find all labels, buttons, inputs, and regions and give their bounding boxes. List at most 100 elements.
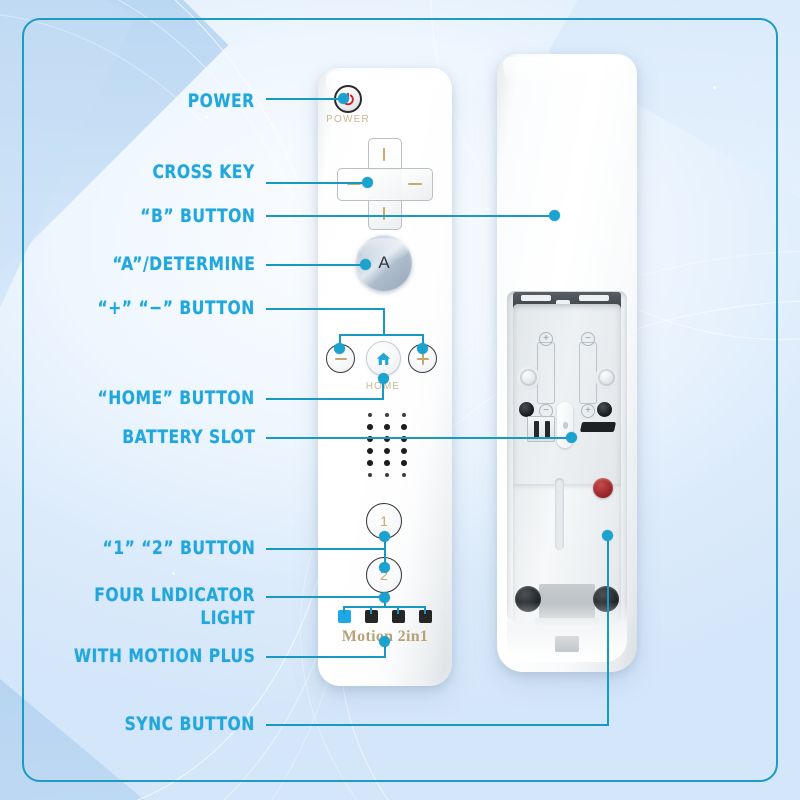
sparkle	[486, 208, 489, 211]
minus-icon	[334, 357, 347, 360]
connector-dot-battery-slot	[566, 432, 577, 443]
wii-remote-back: + − − +	[497, 54, 637, 672]
callout-label-one-two: “1” “2” BUTTON	[102, 537, 255, 559]
connector-home-stem	[382, 376, 384, 400]
callout-label-cross-key: CROSS KEY	[152, 161, 255, 183]
connector-number-lead	[266, 548, 386, 550]
connector-dot-power	[338, 93, 349, 104]
speaker-dot	[384, 424, 390, 430]
connector-motion-plus-lead	[266, 656, 386, 658]
connector-dot-b-button	[549, 210, 560, 221]
home-button[interactable]	[366, 341, 401, 376]
dpad[interactable]	[337, 138, 433, 230]
speaker-grill	[363, 412, 407, 480]
connector-battery-slot	[266, 437, 572, 439]
speaker-dot	[401, 436, 407, 442]
indicator-light-3	[392, 610, 405, 623]
indicator-light-2	[365, 610, 378, 623]
connector-dot-indicators	[379, 592, 390, 603]
connector-home-lead	[266, 398, 384, 400]
speaker-dot	[367, 460, 373, 466]
callout-label-battery-slot: BATTERY SLOT	[121, 426, 255, 448]
speaker-dot	[384, 448, 390, 454]
dpad-down-marker	[383, 207, 385, 220]
speaker-dot	[367, 436, 373, 442]
indicator-light-4	[419, 610, 432, 623]
sparkle	[713, 86, 716, 89]
battery-contact-left	[519, 402, 534, 417]
speaker-dot	[401, 424, 407, 430]
callout-label-motion-plus: WITH MOTION PLUS	[73, 645, 255, 667]
speaker-dot	[401, 448, 407, 454]
callout-label-plus-minus: “+” “−” BUTTON	[97, 297, 255, 319]
speaker-dot	[401, 460, 407, 466]
connector-dot-motion-plus	[379, 636, 390, 647]
plus-icon	[421, 352, 424, 365]
callout-label-b-button: “B” BUTTON	[139, 205, 255, 227]
connector-piece	[579, 295, 609, 301]
connector-indicators-bar	[343, 606, 426, 608]
speaker-dot	[367, 424, 373, 430]
speaker-dot	[385, 473, 389, 477]
battery-outline-right	[579, 342, 597, 404]
sparkle	[205, 115, 208, 118]
connector-plus-minus-drop	[383, 308, 385, 336]
back-bottom-edge	[507, 602, 627, 662]
callout-label-home: “HOME” BUTTON	[97, 387, 255, 409]
connector-indicator-stem-2	[370, 606, 372, 614]
dpad-center-fill	[368, 170, 402, 199]
sync-button[interactable]	[593, 478, 613, 498]
button-1[interactable]: 1	[366, 503, 402, 539]
battery-spring-right	[595, 366, 618, 389]
power-caption: POWER	[326, 114, 370, 125]
battery-spring-left	[517, 366, 540, 389]
connector-dot-minus	[334, 343, 345, 354]
housing-vent	[555, 478, 564, 550]
dpad-right-marker	[408, 183, 422, 185]
callout-label-power: POWER	[188, 90, 255, 112]
connector-power	[266, 98, 344, 100]
callout-label-a-determine: “A”/DETERMINE	[111, 253, 255, 275]
a-button-letter: A	[378, 253, 390, 272]
dpad-left-marker	[347, 183, 361, 185]
battery-outline-left	[537, 342, 555, 404]
plus-button[interactable]	[408, 344, 437, 373]
connector-dot-a-button	[360, 259, 371, 270]
sparkle	[172, 572, 175, 575]
connector-number-stem	[384, 534, 386, 568]
speaker-dot	[367, 448, 373, 454]
connector-cross-key	[266, 182, 370, 184]
speaker-dot	[368, 413, 372, 417]
connector-minus-stem	[339, 334, 341, 348]
speaker-dot	[402, 473, 406, 477]
connector-dot-plus	[417, 343, 428, 354]
speaker-dot	[384, 460, 390, 466]
connector-dot-home	[378, 373, 389, 384]
connector-indicator-stem-3	[397, 606, 399, 614]
callout-label-indicators: FOUR LNDICATOR LIGHT	[94, 584, 255, 629]
connector-sync-lead	[266, 724, 609, 726]
connector-sync-drop	[607, 536, 609, 726]
connector-indicators-lead	[266, 596, 386, 598]
connector-a-button	[266, 264, 368, 266]
callout-label-sync: SYNC BUTTON	[124, 713, 255, 735]
home-icon	[376, 352, 391, 365]
minus-button[interactable]	[326, 344, 355, 373]
speaker-dot	[385, 413, 389, 417]
housing-slot	[579, 422, 617, 432]
indicator-lights	[338, 610, 432, 624]
connector-piece	[521, 295, 551, 301]
connector-dot-cross-key	[362, 177, 373, 188]
connector-plus-stem	[422, 334, 424, 348]
speaker-dot	[384, 436, 390, 442]
speaker-dot	[402, 413, 406, 417]
polarity-mark-plus: +	[581, 404, 595, 418]
dpad-up-marker	[383, 148, 385, 161]
connector-indicator-stem-1	[343, 606, 345, 614]
connector-indicator-stem-4	[424, 606, 426, 614]
back-top-highlight	[503, 57, 629, 87]
connector-dot-button-2	[379, 562, 390, 573]
indicator-light-1	[338, 610, 351, 623]
speaker-dot	[368, 473, 372, 477]
